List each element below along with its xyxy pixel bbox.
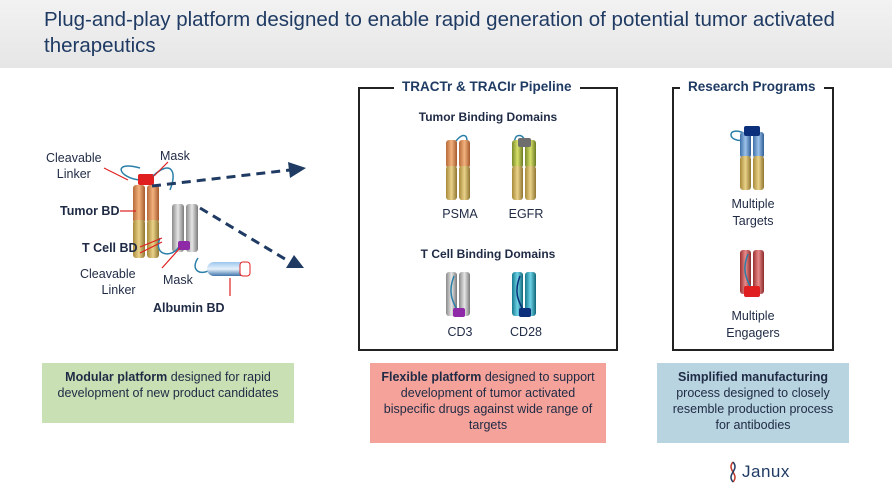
simplified-manufacturing-bold: Simplified manufacturing (677, 370, 828, 384)
research-panel-title: Research Programs (680, 79, 824, 94)
cd28-molecule-icon (512, 272, 536, 317)
cd3-molecule-icon (446, 272, 470, 317)
multiple-targets-molecule-icon (730, 126, 764, 190)
albumin-bd-icon (194, 257, 251, 277)
mask-label-top: Mask (160, 149, 190, 163)
header-bar: Plug-and-play platform designed to enabl… (0, 0, 892, 68)
mask-label-bottom: Mask (163, 273, 193, 287)
psma-molecule-icon (446, 134, 470, 200)
simplified-manufacturing-text: process designed to closely resemble pro… (672, 386, 834, 432)
modular-platform-bold: Modular platform (65, 370, 168, 384)
janux-logo-text: Janux (742, 462, 790, 481)
callout-lines (103, 161, 231, 296)
cleavable-linker-label-bottom: Cleavable Linker (80, 267, 136, 297)
multiple-targets-label: Multiple Targets (731, 197, 775, 228)
cd3-label: CD3 (447, 325, 473, 339)
tumor-bd-label: Tumor BD (60, 204, 120, 218)
tumor-binding-domains-heading: Tumor Binding Domains (418, 110, 558, 124)
t-cell-bd-label: T Cell BD (82, 241, 138, 255)
page-title: Plug-and-play platform designed to enabl… (44, 8, 835, 57)
modular-platform-box: Modular platform designed for rapid deve… (42, 363, 294, 423)
multiple-engagers-molecule-icon (740, 250, 764, 297)
flexible-platform-text: designed to support development of tumor… (383, 370, 595, 432)
flexible-platform-box: Flexible platform designed to support de… (370, 363, 606, 443)
albumin-bd-label: Albumin BD (153, 301, 225, 315)
cleavable-linker-label-top: Cleavable Linker (46, 151, 102, 181)
simplified-manufacturing-box: Simplified manufacturing process designe… (657, 363, 849, 443)
multiple-engagers-label: Multiple Engagers (726, 309, 780, 340)
flexible-platform-bold: Flexible platform (381, 370, 482, 384)
t-cell-bd-molecule-icon (157, 204, 198, 255)
egfr-molecule-icon (512, 134, 536, 200)
pipeline-panel-title: TRACTr & TRACIr Pipeline (394, 79, 580, 94)
egfr-label: EGFR (508, 207, 544, 221)
modular-platform-text: designed for rapid development of new pr… (57, 370, 279, 400)
dashed-arrows (151, 168, 291, 264)
cd28-label: CD28 (510, 325, 542, 339)
psma-label: PSMA (442, 207, 478, 221)
t-cell-binding-domains-heading: T Cell Binding Domains (420, 247, 556, 261)
